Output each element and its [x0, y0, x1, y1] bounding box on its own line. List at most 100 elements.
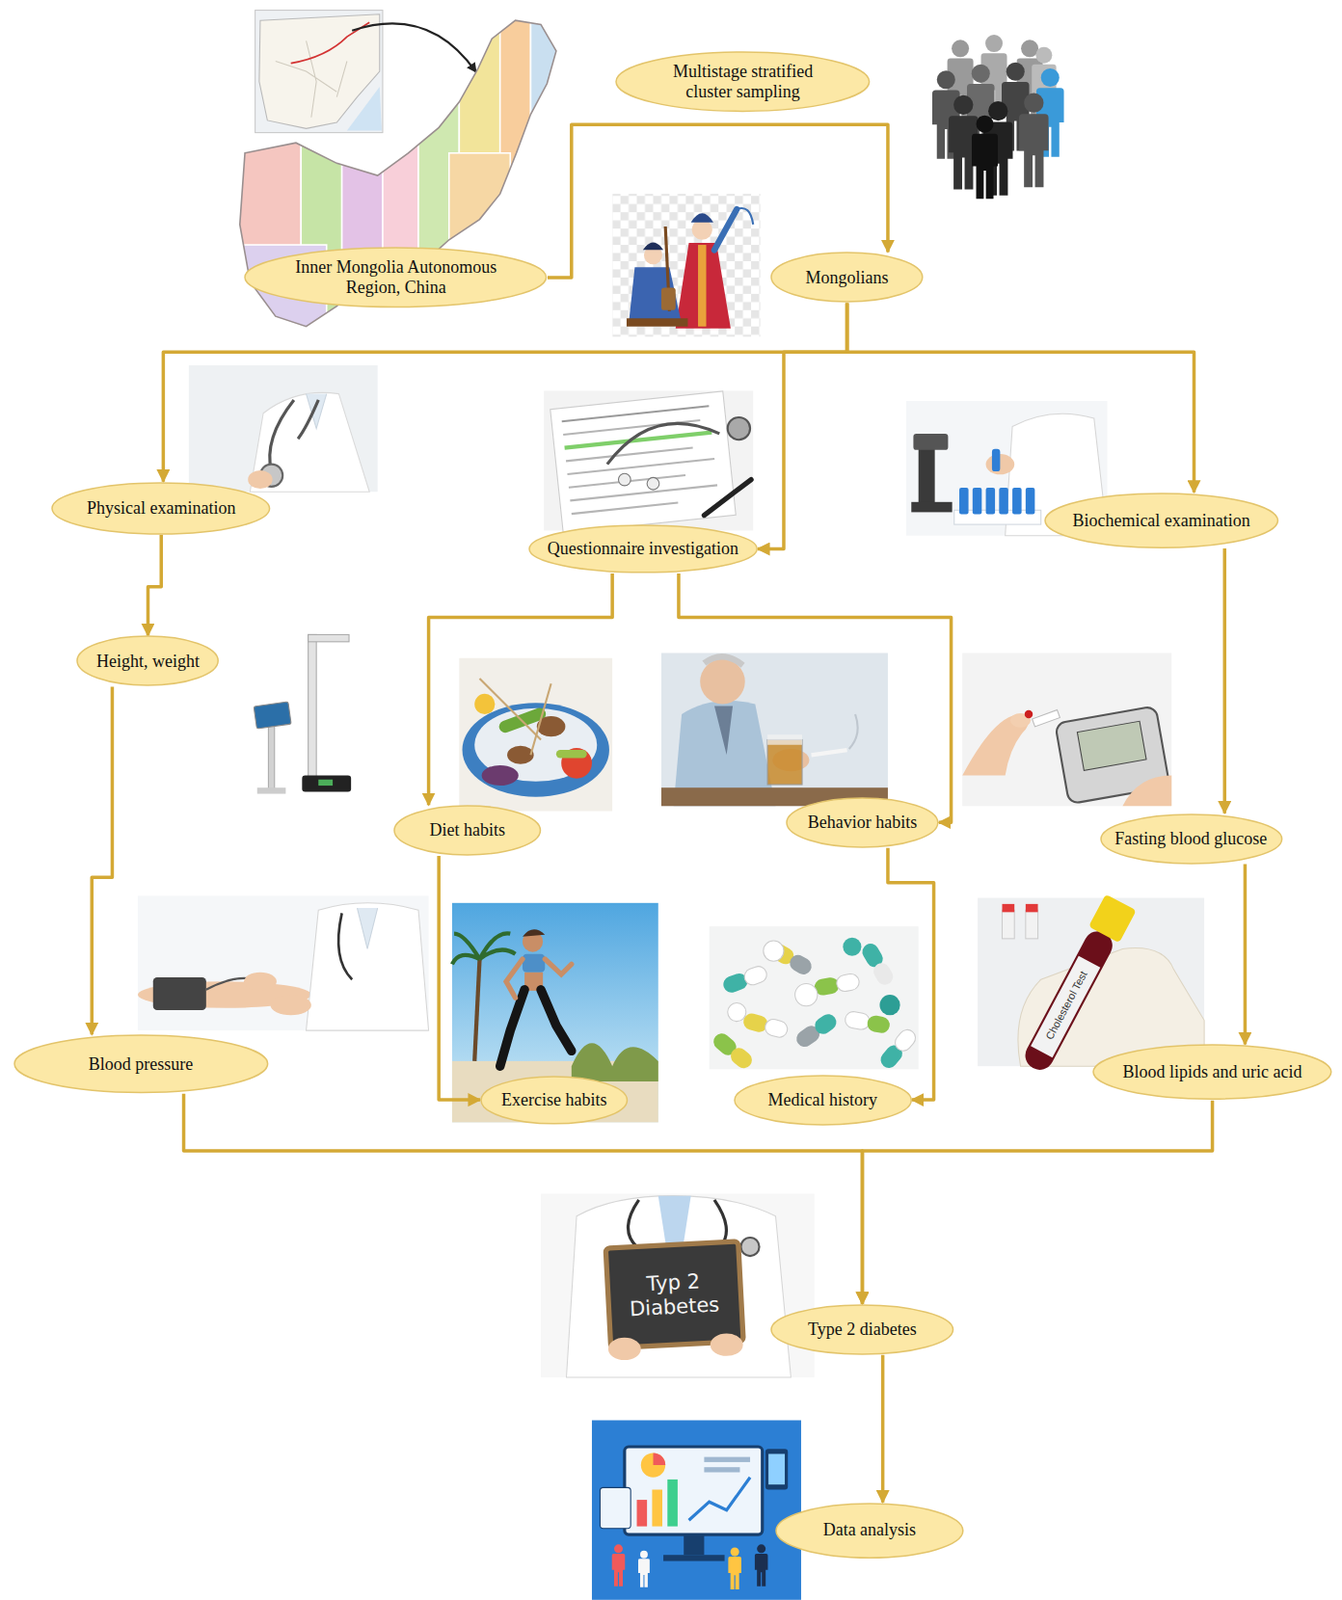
label-text-group: Exercise habits	[501, 1090, 607, 1111]
label-text-group: Inner Mongolia Autonomous Region, China	[287, 257, 505, 297]
flow-arrow	[1243, 864, 1248, 1046]
label-text: Questionnaire investigation	[547, 538, 739, 560]
mongolian-figures	[643, 241, 664, 250]
label-ellipse: Height, weight	[76, 635, 219, 687]
doctor-board-photo	[540, 1194, 815, 1379]
ellipse-fill	[786, 798, 939, 848]
label-text: Blood lipids and uric acid	[1123, 1062, 1303, 1083]
label-ellipse: Medical history	[733, 1074, 913, 1127]
cholesterol-test-photo	[1002, 910, 1016, 940]
blood-pressure-photo	[137, 895, 430, 1031]
data-analysis-illustration	[651, 1489, 663, 1527]
ellipse-fill	[616, 52, 870, 111]
pills-photo	[721, 964, 770, 995]
pills-photo	[710, 1030, 756, 1073]
runner-photo	[571, 1043, 659, 1082]
cholesterol-test-photo	[1019, 926, 1118, 1075]
label-ellipse: Data analysis	[775, 1503, 965, 1559]
mongolian-figures	[697, 244, 706, 327]
pills-photo	[842, 938, 861, 957]
label-ellipse: Exercise habits	[480, 1075, 628, 1126]
label-text-group: Physical examination	[86, 498, 236, 519]
laboratory-photo	[918, 449, 936, 506]
label-text: Blood pressure	[88, 1054, 193, 1075]
data-analysis-illustration	[637, 1500, 648, 1528]
label-text-group: Multistage stratified cluster sampling	[656, 61, 831, 102]
laboratory-photo	[986, 487, 996, 515]
drinking-smoking-photo	[767, 734, 803, 746]
data-analysis-illustration	[638, 1551, 650, 1588]
ellipse-fill	[394, 805, 540, 856]
blood-pressure-photo	[306, 903, 430, 1031]
ellipse-fill	[1100, 814, 1283, 864]
height-weight-scale	[268, 722, 274, 790]
ellipse-fill	[529, 525, 757, 573]
data-analysis-illustration	[599, 1487, 631, 1529]
glucose-meter-photo	[1122, 776, 1172, 807]
data-analysis-illustration	[591, 1421, 802, 1600]
flow-arrow	[91, 686, 112, 1035]
label-text-group: Height, weight	[96, 651, 200, 672]
data-analysis-illustration	[663, 1555, 725, 1561]
china-inset-map	[275, 40, 348, 117]
label-ellipse: Multistage stratified cluster sampling	[615, 51, 871, 112]
drinking-smoking-photo	[714, 706, 733, 756]
flow-arrow	[184, 1094, 863, 1305]
blood-pressure-photo	[137, 895, 430, 1031]
pills-photo	[811, 1011, 840, 1038]
diet-photo	[458, 658, 613, 812]
pills-photo	[879, 994, 900, 1016]
connector-group	[91, 124, 1245, 1504]
flow-arrow	[887, 848, 935, 1101]
label-text-group: Medical history	[767, 1090, 877, 1111]
runner-photo	[452, 933, 516, 965]
flow-arrow	[881, 1355, 886, 1504]
laboratory-photo	[911, 502, 952, 513]
cholesterol-test-photo	[1018, 894, 1137, 1077]
pills-photo	[795, 983, 818, 1006]
data-analysis-illustration	[641, 1452, 666, 1477]
laboratory-photo	[998, 487, 1009, 515]
doctor-board-photo	[608, 1338, 642, 1361]
china-inset-map	[351, 23, 476, 72]
diet-photo	[480, 678, 542, 741]
drinking-smoking-photo	[849, 714, 859, 750]
height-weight-scale	[308, 634, 317, 782]
laboratory-photo	[912, 433, 948, 451]
people-icon	[1019, 93, 1048, 188]
label-text: Biochemical examination	[1072, 510, 1250, 532]
doctor-board-photo	[605, 1241, 744, 1349]
questionnaire-photo	[703, 480, 752, 516]
glucose-meter-photo	[962, 652, 1172, 806]
label-ellipse: Blood pressure	[13, 1034, 269, 1094]
cholesterol-test-photo	[1025, 910, 1039, 940]
pills-photo	[870, 960, 896, 989]
label-ellipse: Physical examination	[51, 482, 271, 536]
physical-exam-photo	[188, 365, 378, 492]
ellipse-fill	[1093, 1045, 1332, 1100]
label-text-group: Type 2 diabetes	[807, 1319, 917, 1341]
physical-exam-photo	[297, 400, 319, 439]
questionnaire-photo	[543, 390, 753, 534]
china-inset-map	[347, 86, 382, 132]
mongolian-figures	[661, 288, 676, 311]
diet-photo	[482, 765, 519, 786]
drinking-smoking-photo	[703, 656, 743, 666]
inner-mongolia-map	[234, 10, 562, 338]
pills-photo	[742, 964, 770, 988]
ellipse-fill	[14, 1035, 269, 1093]
label-text-group: Blood lipids and uric acid	[1123, 1062, 1303, 1083]
glucose-meter-photo	[1076, 721, 1147, 771]
label-text: Physical examination	[86, 498, 236, 519]
blood-pressure-photo	[243, 972, 277, 992]
ellipse-fill	[734, 1075, 912, 1126]
doctor-board-photo	[628, 1200, 727, 1248]
doctor-board-photo	[741, 1237, 760, 1257]
pills-photo	[891, 1026, 919, 1055]
drinking-smoking-photo	[661, 652, 888, 806]
inner-mongolia-map	[240, 20, 557, 327]
mongolian-figures	[626, 318, 689, 326]
label-text: Inner Mongolia Autonomous Region, China	[287, 257, 505, 297]
